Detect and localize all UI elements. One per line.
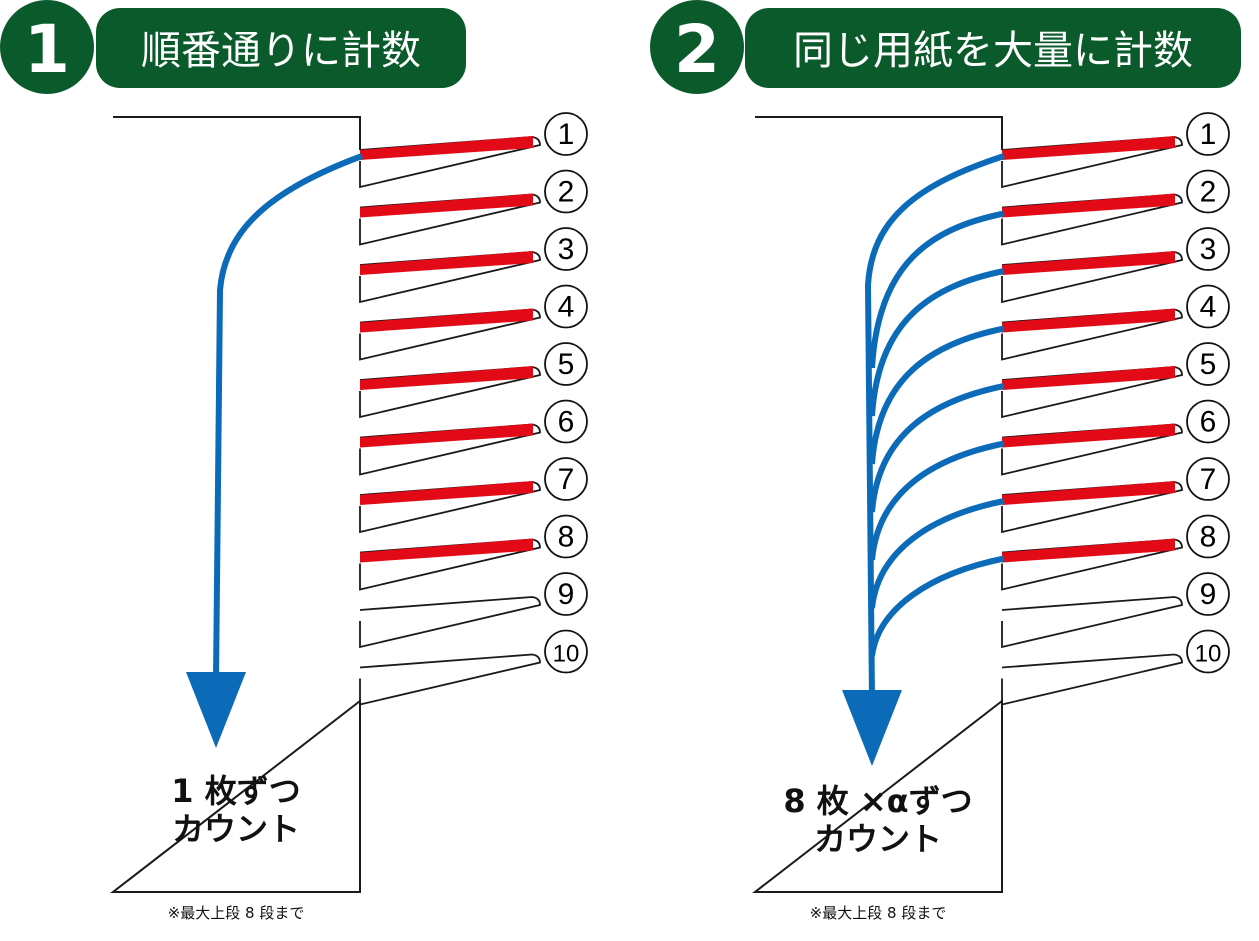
- sheet-number-circle: [1186, 342, 1230, 386]
- panel-2-count-paths: [864, 153, 1005, 701]
- sheet-number-label: 1: [1200, 118, 1217, 151]
- counted-sheet-edge: [360, 481, 533, 505]
- panel-2-diagram: 1 2 3 4 5 6 7 8 9 10 8 枚 ×αずつ カウント ※最大上段 8 段まで: [752, 112, 1230, 922]
- counted-sheet-edge: [360, 423, 533, 448]
- sheet-number-circle: [1186, 284, 1230, 329]
- count-path: [869, 268, 1005, 417]
- counted-sheet-edge: [1002, 423, 1175, 448]
- sheet-number-circle: [544, 629, 588, 674]
- counted-sheet-edge: [1002, 308, 1175, 333]
- panel-1-number: 1: [24, 11, 70, 88]
- count-path: [869, 325, 1005, 465]
- count-path: [869, 498, 1005, 609]
- panel-2-title-bar: [745, 8, 1241, 88]
- sheet-number-circle: [1186, 112, 1230, 156]
- sheet-number-label: 5: [558, 348, 575, 381]
- sheet-number-circle: [544, 342, 588, 386]
- sheet-outline: [359, 653, 541, 706]
- count-path: [869, 210, 1005, 369]
- sheet-number-label: 7: [558, 463, 575, 496]
- panel-1-sheets: [359, 136, 541, 706]
- panel-1-label-line1: 1 枚ずつ: [171, 772, 300, 810]
- panel-1-diagram: 1 2 3 4 5 6 7 8 9 10 1 枚ずつ カウント ※最大上段 8 段まで: [110, 112, 588, 922]
- sheet-number-circle: [544, 399, 588, 444]
- sheet-number-label: 9: [558, 578, 575, 611]
- count-path: [869, 555, 1005, 657]
- counted-sheet-edge: [360, 308, 533, 333]
- counted-sheet-edge: [360, 136, 533, 160]
- counted-sheet-edge: [360, 251, 533, 275]
- sheet-number-circle: [544, 457, 588, 501]
- count-path: [869, 440, 1005, 561]
- sheet-number-circle: [1186, 227, 1230, 271]
- panel-1-title: 順番通りに計数: [141, 28, 421, 74]
- panel-2-note: ※最大上段 8 段まで: [810, 904, 947, 922]
- counted-sheet-edge: [1002, 538, 1175, 563]
- counted-sheet-edge: [360, 366, 533, 390]
- panel-1-sheet-numbers: 1 2 3 4 5 6 7 8 9 10: [544, 112, 588, 674]
- sheet-number-label: 5: [1200, 348, 1217, 381]
- sheet-number-circle: [544, 112, 588, 156]
- sheet-number-circle: [1186, 169, 1230, 214]
- sheet-number-circle: [544, 284, 588, 329]
- panel-2-number-badge: [650, 0, 744, 94]
- panel-1-machine-outline: [110, 116, 361, 893]
- sheet-number-label: 8: [1200, 521, 1217, 554]
- sheet-number-circle: [544, 169, 588, 214]
- sheet-number-label: 3: [558, 233, 575, 266]
- sheet-number-circle: [1186, 572, 1230, 616]
- panel-2-sheet-numbers: 1 2 3 4 5 6 7 8 9 10: [1186, 112, 1230, 674]
- sheet-number-label: 6: [1200, 406, 1217, 439]
- panel-2-title: 同じ用紙を大量に計数: [793, 28, 1193, 74]
- sheet-number-circle: [544, 227, 588, 271]
- counted-sheet-edge: [360, 538, 533, 563]
- panel-2-number: 2: [674, 11, 720, 88]
- panel-2-label-line2: カウント: [814, 820, 942, 858]
- panel-2-label-line1: 8 枚 ×αずつ: [783, 782, 972, 820]
- sheet-number-label: 10: [553, 641, 580, 668]
- sheet-number-circle: [1186, 457, 1230, 501]
- sheet-outline: [1001, 653, 1183, 706]
- panel-1-note: ※最大上段 8 段まで: [168, 904, 305, 922]
- sheet-number-label: 4: [1200, 291, 1217, 324]
- counted-sheet-edge: [1002, 251, 1175, 275]
- sheet-number-label: 2: [558, 176, 575, 209]
- counted-sheet-edge: [1002, 366, 1175, 390]
- panel-1-count-path: [213, 153, 364, 681]
- sheet-number-label: 6: [558, 406, 575, 439]
- panel-1-number-badge: [0, 0, 94, 94]
- panel-1-header: 1 順番通りに計数: [0, 0, 466, 94]
- panel-2-header: 2 同じ用紙を大量に計数: [650, 0, 1241, 94]
- sheet-number-label: 3: [1200, 233, 1217, 266]
- sheet-outline: [359, 596, 541, 649]
- sheet-number-label: 10: [1195, 641, 1222, 668]
- sheet-number-label: 9: [1200, 578, 1217, 611]
- sheet-number-circle: [1186, 629, 1230, 674]
- panel-2-machine-outline: [752, 116, 1003, 893]
- panel-1-arrowhead: [186, 672, 246, 748]
- sheet-number-circle: [544, 514, 588, 559]
- panel-1-label-line2: カウント: [172, 810, 300, 848]
- panel-2-sheets: [1001, 136, 1183, 706]
- count-path: [869, 383, 1005, 513]
- sheet-outline: [1001, 596, 1183, 649]
- counted-sheet-edge: [360, 193, 533, 218]
- sheet-number-label: 1: [558, 118, 575, 151]
- counted-sheet-edge: [1002, 193, 1175, 218]
- panel-1-title-bar: [96, 8, 466, 88]
- sheet-number-label: 4: [558, 291, 575, 324]
- count-path: [864, 153, 1005, 701]
- sheet-number-circle: [1186, 399, 1230, 444]
- sheet-number-label: 2: [1200, 176, 1217, 209]
- sheet-number-label: 8: [558, 521, 575, 554]
- counted-sheet-edge: [1002, 481, 1175, 505]
- sheet-number-label: 7: [1200, 463, 1217, 496]
- sheet-number-circle: [1186, 514, 1230, 559]
- panel-2-arrowhead: [842, 690, 902, 766]
- counted-sheet-edge: [1002, 136, 1175, 160]
- sheet-number-circle: [544, 572, 588, 616]
